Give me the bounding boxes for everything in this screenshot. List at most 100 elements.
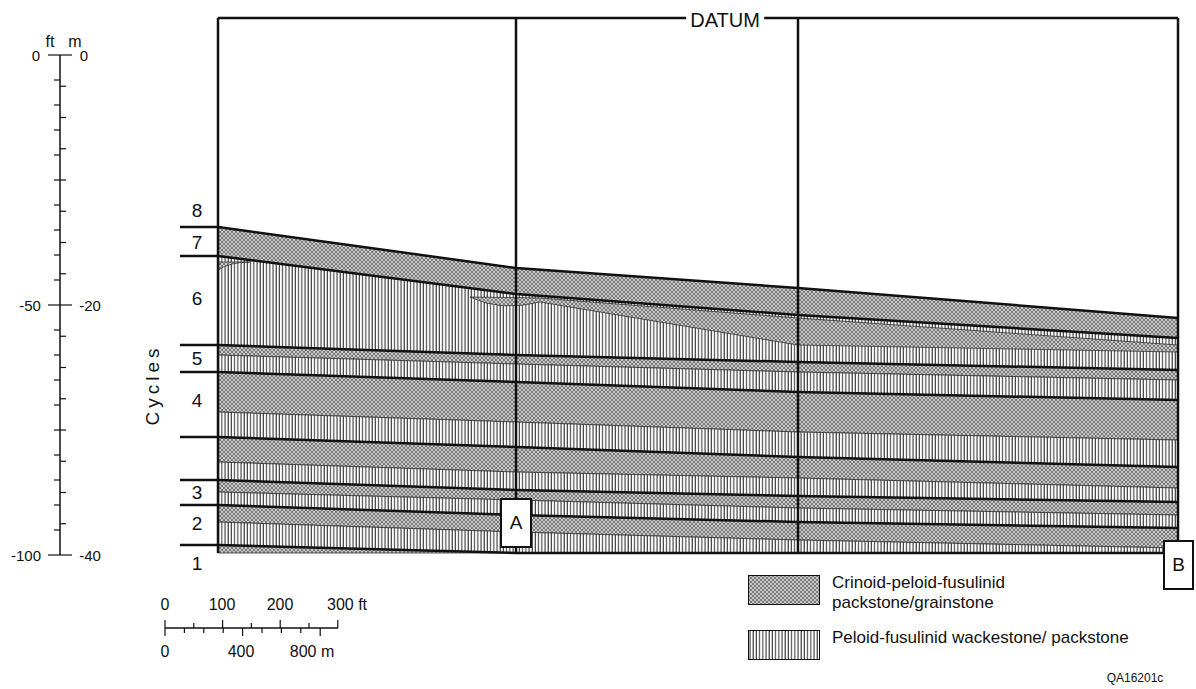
legend-text: Crinoid-peloid-fusulinid packstone/grain… (832, 573, 1162, 614)
scale-tick (203, 628, 204, 633)
cycle-boundary (218, 227, 1178, 318)
cycle-boundary (218, 437, 1178, 467)
m-tick (60, 367, 66, 368)
ft-tick (54, 229, 60, 230)
ft-tick (54, 404, 60, 405)
m-tick (60, 304, 72, 305)
ft-tick (54, 204, 60, 205)
scale-tick (308, 623, 309, 628)
ft-tick (54, 254, 60, 255)
m-tick (60, 492, 66, 493)
cycle-marker (180, 255, 218, 258)
well-name: A (510, 512, 523, 534)
legend-swatch (748, 630, 820, 660)
grainstone-lens (470, 297, 1178, 352)
axis-value: 0 (32, 48, 40, 63)
m-tick (60, 54, 72, 55)
grainstone-layer (218, 545, 1178, 553)
ft-tick (54, 354, 60, 355)
ft-tick (54, 104, 60, 105)
ft-tick (54, 279, 60, 280)
ft-tick (54, 529, 60, 530)
swatch-fill (749, 631, 820, 660)
cycle-number: 6 (192, 289, 203, 308)
scale-tick (320, 628, 321, 636)
cycle-boundary (218, 545, 1178, 553)
m-tick (60, 398, 66, 399)
ft-tick (54, 329, 60, 330)
scale-tick (164, 620, 165, 628)
ft-tick (54, 454, 60, 455)
scale-tick (281, 628, 282, 633)
ft-tick (48, 554, 60, 555)
cycle-boundary (218, 256, 1178, 338)
cycle-marker (180, 544, 218, 547)
m-tick (60, 86, 66, 87)
cycle-marker (180, 371, 218, 374)
scale-tick (300, 628, 301, 633)
scale-value: 200 (267, 597, 294, 613)
well-line (797, 18, 800, 553)
axis-value: -20 (79, 298, 101, 313)
scale-value: 0 (161, 597, 170, 613)
axis-value: -40 (79, 548, 101, 563)
ft-tick (54, 479, 60, 480)
cycle-number: 1 (192, 554, 203, 573)
well-line (515, 18, 518, 553)
scale-tick (223, 628, 224, 633)
m-tick (60, 179, 66, 180)
cycle-number: 5 (192, 349, 203, 368)
cycle-marker (180, 479, 218, 482)
legend-text: Peloid-fusulinid wackestone/ packstone (832, 628, 1162, 648)
m-tick (60, 523, 66, 524)
cycle-boundary (218, 505, 1178, 528)
m-tick (60, 242, 66, 243)
swatch-fill (749, 576, 820, 605)
cycle-number: 3 (192, 483, 203, 502)
cycle-number: 2 (192, 514, 203, 533)
m-tick (60, 429, 66, 430)
cycle-marker (180, 504, 218, 507)
scale-tick (164, 628, 165, 636)
cycle-boundary (218, 372, 1178, 400)
figure-code: QA16201c (1107, 672, 1164, 684)
well-line (217, 18, 220, 553)
scale-tick (193, 623, 194, 628)
m-tick (60, 273, 66, 274)
grainstone-lens (218, 262, 250, 270)
cycle-marker (180, 436, 218, 439)
scale-value: 100 (209, 597, 236, 613)
scale-tick (222, 620, 223, 628)
ft-tick (54, 79, 60, 80)
cycle-marker (180, 344, 218, 347)
m-tick (60, 211, 66, 212)
scale-tick (280, 620, 281, 628)
axis-value: -100 (11, 548, 41, 563)
ft-tick (54, 379, 60, 380)
m-tick (60, 554, 72, 555)
well-marker: B (1163, 540, 1194, 590)
ft-tick (54, 154, 60, 155)
well-line (1177, 18, 1180, 553)
ft-tick (54, 179, 60, 180)
legend-swatch (748, 575, 820, 605)
scale-value: 400 (228, 644, 255, 660)
m-tick (60, 336, 66, 337)
scale-tick (337, 620, 338, 628)
scale-tick (184, 628, 185, 633)
unit-label: ft (46, 34, 55, 50)
cycle-marker (180, 226, 218, 229)
cycle-number: 4 (192, 391, 203, 410)
scale-tick (251, 623, 252, 628)
cycle-number: 7 (192, 233, 203, 252)
scale-tick (261, 628, 262, 633)
m-tick (60, 117, 66, 118)
ft-tick (54, 504, 60, 505)
scale-value: 800 m (290, 644, 334, 660)
m-tick (60, 148, 66, 149)
ft-tick (48, 54, 60, 55)
axis-value: -50 (19, 298, 41, 313)
unit-label: m (68, 34, 81, 50)
